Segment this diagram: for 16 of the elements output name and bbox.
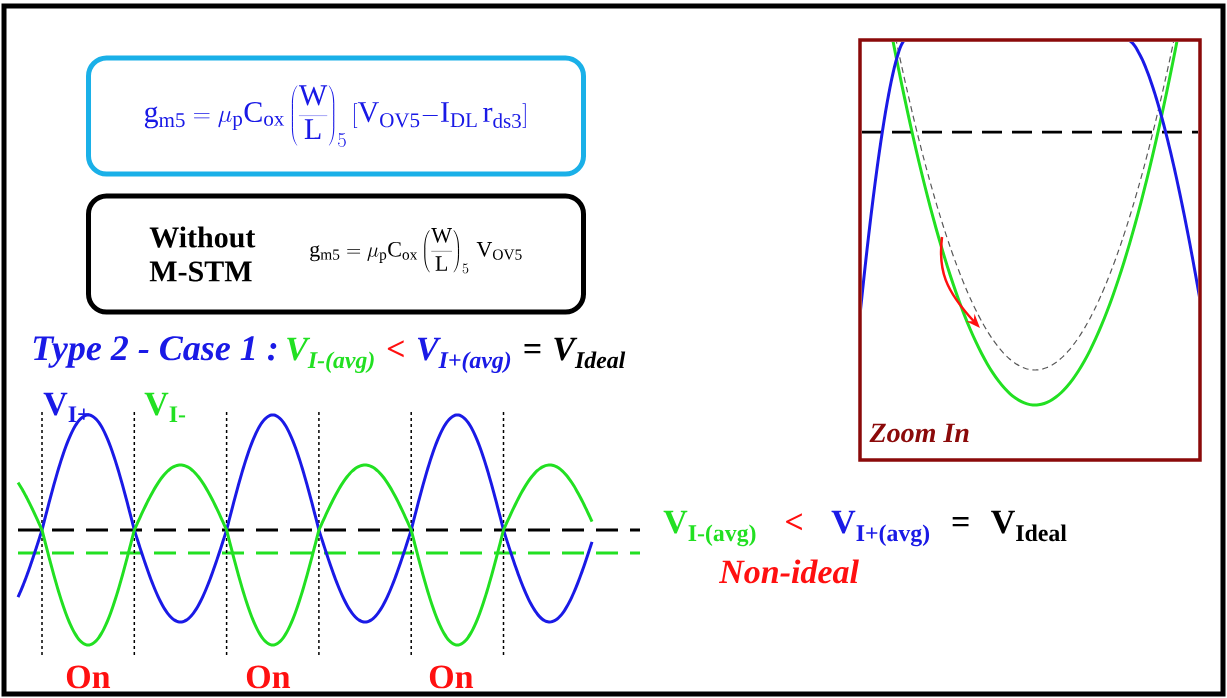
phase-label: On <box>246 665 291 689</box>
formula-label: V$_{Ideal}$ <box>991 510 1067 542</box>
phase-label: On <box>66 665 111 689</box>
formula-box: $\mathrm{g}_{\mathrm{m5}}=\mu_{\mathrm{p}}\mathrm{C}_{\mathrm{ox}}\left(\frac{\mathrm{W}}{\mathrm{L}}\right)_{5}\left[\mathrm{V}_{\mathrm{OV5}}\mathrm{-}\mathrm{I}_{\mathrm{DL}}\,\mathrm{r}_{\mathrm{ds3}}\right]$ <box>86 55 586 177</box>
phase-label: On <box>429 665 474 689</box>
formula-label: V$_{Ideal}$ <box>554 337 626 369</box>
formula-label: < <box>786 513 802 531</box>
formula-label: = <box>952 517 969 527</box>
formula-box: Without M-STM $\mathrm{g}_{\mathrm{m5}}=\mu_{\mathrm{p}}\mathrm{C}_{\mathrm{ox}}\left(\frac{\mathrm{W}}{\mathrm{L}}\right)_{5}\,\mathrm{V}_{\mathrm{OV5}}$ <box>86 193 586 315</box>
formula-label: V$_{I-(avg)}$ <box>663 510 756 547</box>
zoom-box: Zoom In <box>858 38 1202 462</box>
signal-label: V$_{I-}$ <box>144 392 186 422</box>
formula-label: = <box>524 344 541 354</box>
status-label: Non-ideal <box>718 559 859 584</box>
heading: Type 2 - Case 1 : <box>33 336 277 368</box>
formula-label: V$_{I+(avg)}$ <box>831 510 930 547</box>
